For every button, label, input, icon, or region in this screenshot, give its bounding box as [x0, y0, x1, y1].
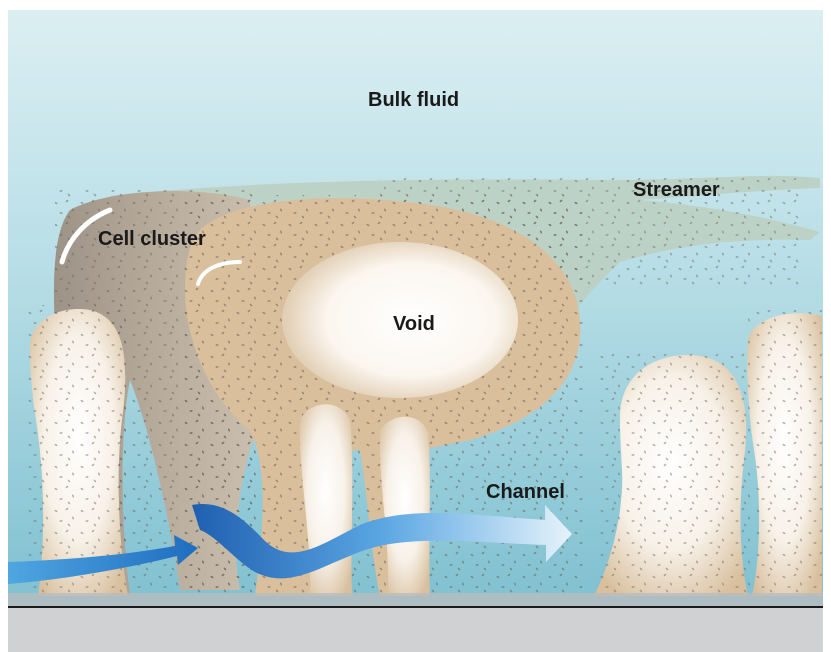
label-channel: Channel [486, 481, 565, 503]
substrate [8, 608, 823, 652]
right-pillar-1-texture [596, 352, 748, 596]
label-cell-cluster: Cell cluster [98, 228, 206, 250]
label-streamer: Streamer [633, 179, 720, 201]
left-pillar-texture [28, 305, 130, 595]
substrate-surface [8, 593, 823, 607]
label-void: Void [393, 313, 435, 335]
label-bulk-fluid: Bulk fluid [368, 89, 459, 111]
right-pillar-2-texture [748, 310, 822, 596]
